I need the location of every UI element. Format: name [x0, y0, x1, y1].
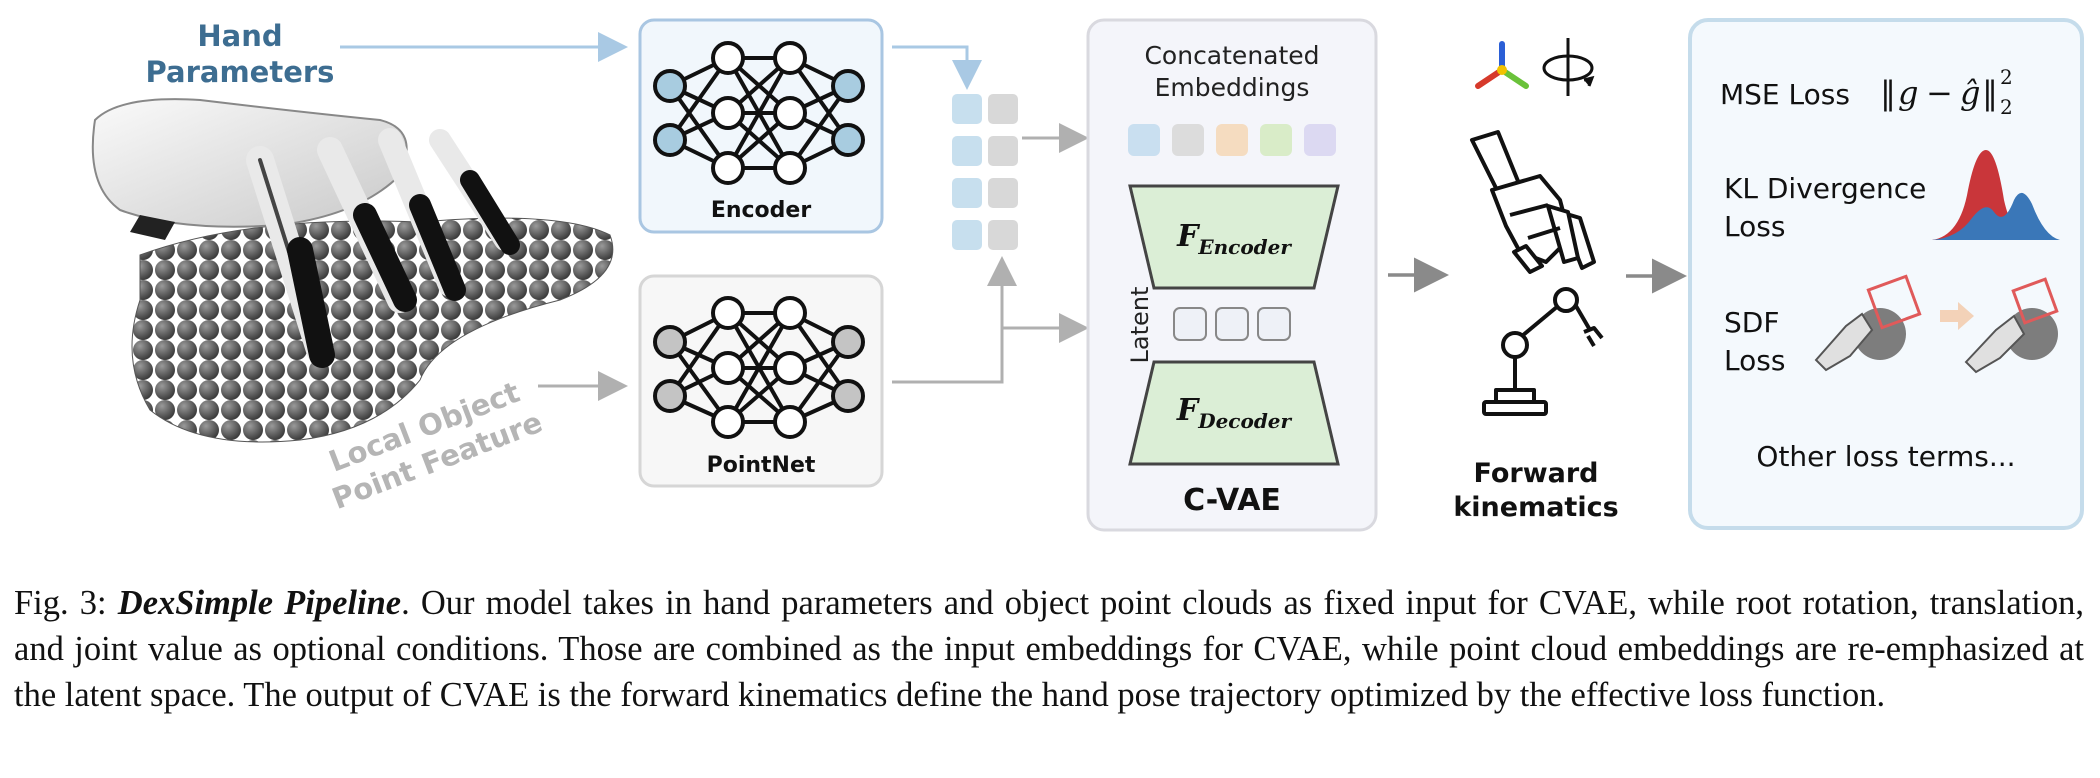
forward-kinematics-block: Forward kinematics — [1453, 38, 1619, 523]
svg-text:‖: ‖ — [1880, 74, 1896, 112]
svg-text:2: 2 — [2000, 65, 2013, 89]
encoder-label: Encoder — [711, 198, 812, 223]
rotation-icon — [1542, 38, 1595, 96]
f-encoder-label: FEncoder — [1176, 219, 1292, 259]
kl-loss-label-line2: Loss — [1724, 210, 1785, 243]
latent-label: Latent — [1126, 287, 1154, 364]
pipeline-diagram: Hand Parameters Local Object Point Featu… — [91, 18, 2084, 532]
svg-text:−: − — [1926, 74, 1953, 112]
kl-distribution-icon — [1932, 150, 2060, 240]
robot-arm-icon — [1482, 287, 1604, 416]
hand-parameters-label-line2: Parameters — [146, 55, 335, 89]
sdf-example-before-icon — [1814, 274, 1922, 372]
f-encoder-trapezoid — [1128, 184, 1340, 290]
caption-title: DexSimple Pipeline — [117, 584, 402, 622]
kl-loss-label-line1: KL Divergence — [1724, 172, 1926, 205]
loss-block: MSE Loss ‖ g − ĝ ‖ 2 2 KL Divergence Los… — [1688, 18, 2084, 530]
sdf-example-after-icon — [1964, 277, 2059, 374]
svg-text:ĝ: ĝ — [1960, 74, 1980, 112]
cvae-title: C-VAE — [1183, 483, 1281, 518]
pointnet-label: PointNet — [707, 453, 816, 478]
robot-hand-illustration — [91, 98, 520, 368]
mse-formula: ‖ g − ĝ ‖ 2 2 — [1880, 65, 2013, 119]
other-loss-terms: Other loss terms... — [1756, 440, 2015, 473]
forward-kinematics-label-line2: kinematics — [1453, 492, 1618, 523]
encoder-block: Encoder — [638, 18, 884, 234]
cvae-block: Concatenated Embeddings FEncoder Latent … — [1086, 18, 1378, 532]
sdf-loss-label-line2: Loss — [1724, 344, 1785, 377]
embedding-token-grid — [952, 94, 1018, 250]
concatenated-embeddings-line2: Embeddings — [1155, 73, 1310, 102]
arrow-encoder-to-tokens — [892, 45, 982, 90]
f-decoder-label: FDecoder — [1176, 393, 1293, 433]
latent-tokens — [1173, 307, 1291, 341]
concatenated-embeddings-line1: Concatenated — [1144, 41, 1319, 70]
f-decoder-trapezoid — [1128, 360, 1340, 466]
pointnet-block: PointNet — [638, 274, 884, 488]
arrow-pointnet-to-tokens — [892, 256, 1017, 384]
svg-text:2: 2 — [2000, 95, 2013, 119]
svg-text:g: g — [1898, 74, 1918, 112]
svg-text:‖: ‖ — [1982, 74, 1998, 112]
caption-body: . Our model takes in hand parameters and… — [14, 584, 2084, 714]
concatenated-embedding-tokens — [1128, 124, 1336, 156]
sdf-loss-label-line1: SDF — [1724, 306, 1779, 339]
caption-prefix: Fig. 3: — [14, 584, 118, 622]
robot-hand-icon — [1470, 130, 1596, 274]
forward-kinematics-label-line1: Forward — [1473, 458, 1598, 489]
mse-loss-label: MSE Loss — [1720, 78, 1850, 111]
hand-parameters-label-line1: Hand — [197, 19, 282, 53]
figure-caption: Fig. 3: DexSimple Pipeline. Our model ta… — [14, 580, 2084, 718]
sdf-improve-arrow — [1940, 302, 1974, 330]
xyz-axes-icon — [1475, 41, 1529, 89]
